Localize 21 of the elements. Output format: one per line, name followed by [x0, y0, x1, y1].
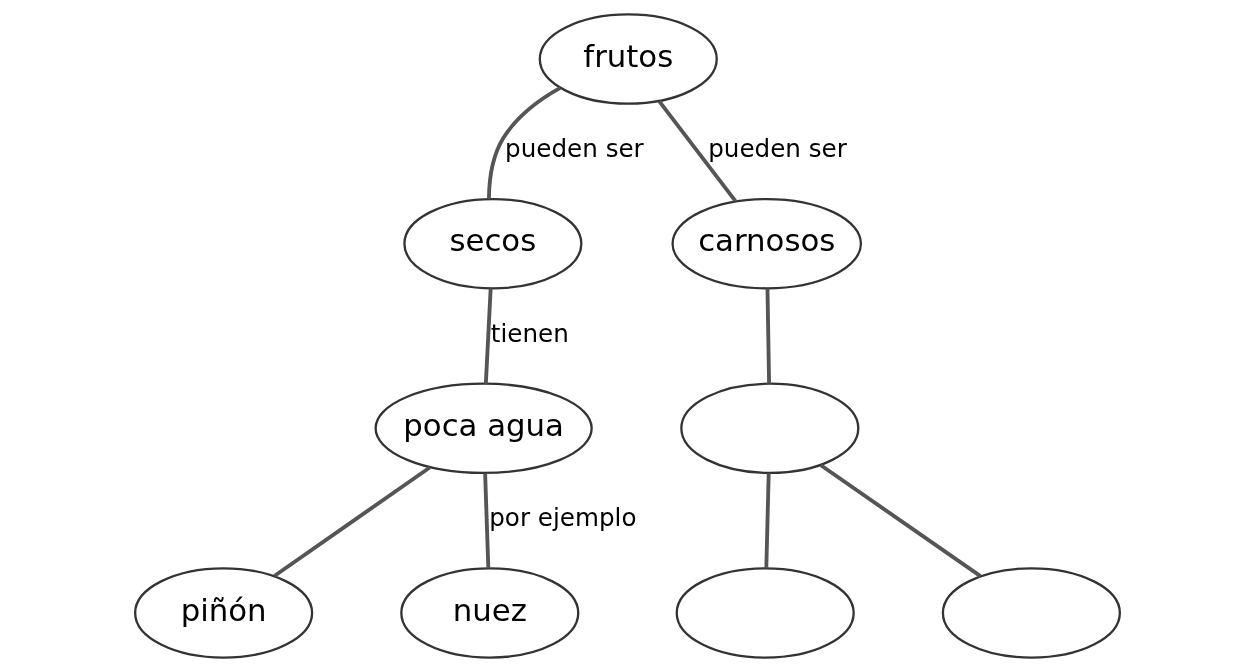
node-ellipse: piñón [134, 567, 314, 659]
node-ellipse [680, 382, 860, 475]
connector [483, 288, 493, 384]
edge-label: por ejemplo [489, 503, 637, 533]
connector [765, 288, 771, 384]
node-ellipse: nuez [400, 567, 580, 659]
node-ellipse: secos [403, 197, 583, 290]
node-ellipse: carnosos [671, 197, 863, 290]
connector [487, 86, 562, 199]
node-ellipse [941, 567, 1121, 659]
connector [657, 100, 737, 203]
node-ellipse: frutos [538, 13, 718, 105]
node-ellipse [675, 567, 855, 659]
connector [819, 463, 982, 578]
connector [483, 473, 491, 569]
node-ellipse: poca agua [374, 382, 593, 475]
connector [273, 465, 431, 578]
edge-label: pueden ser [505, 134, 644, 164]
edge-label: pueden ser [708, 134, 847, 164]
connector [764, 473, 771, 569]
edge-label: tienen [490, 318, 569, 348]
